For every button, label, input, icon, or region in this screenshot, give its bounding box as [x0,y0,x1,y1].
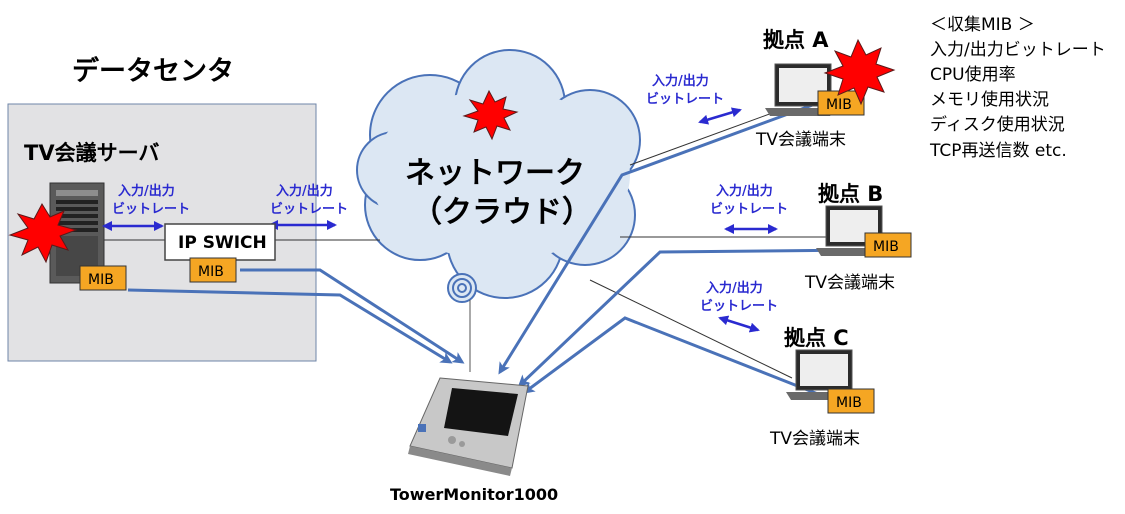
network-links [104,111,835,379]
alert-burst-icon [8,202,78,264]
svg-text:ビットレート: ビットレート [710,201,788,217]
mib-list-item: TCP再送信数 etc. [929,141,1067,161]
mib-badge-switch: MIB [189,257,237,283]
datacenter-title: データセンタ [72,55,234,87]
svg-text:入力/出力: 入力/出力 [716,183,773,199]
svg-text:MIB: MIB [198,264,224,280]
alert-burst-icon [462,89,519,141]
mib-list-item: CPU使用率 [930,64,1016,85]
svg-text:MIB: MIB [873,239,899,255]
laptop-icon-site-a [765,63,838,116]
mib-list: ＜収集MIB ＞ 入力/出力ビットレート CPU使用率 メモリ使用状況 ディスク… [929,15,1106,161]
svg-text:入力/出力: 入力/出力 [652,73,709,89]
tower-monitor-label: TowerMonitor1000 [390,485,558,504]
mib-badge-server: MIB [79,265,127,291]
svg-text:ビットレート: ビットレート [112,201,190,217]
alert-burst-icon [823,38,896,106]
bitrate-label-site-a: 入力/出力 ビットレート [646,73,724,107]
site-b-terminal: TV会議端末 [804,273,895,293]
svg-text:入力/出力: 入力/出力 [118,183,175,199]
cloud-fill [370,90,630,260]
mib-list-title: ＜収集MIB ＞ [930,15,1035,35]
bitrate-label-server: 入力/出力 ビットレート [112,183,190,217]
mib-badge-site-b: MIB [864,232,912,258]
svg-text:ビットレート: ビットレート [700,298,778,314]
svg-text:ビットレート: ビットレート [270,201,348,217]
mib-list-item: メモリ使用状況 [930,89,1049,110]
monitoring-arrows [127,101,866,400]
svg-text:MIB: MIB [826,97,852,113]
svg-text:MIB: MIB [836,395,862,411]
mib-list-item: 入力/出力ビットレート [930,40,1106,60]
svg-text:入力/出力: 入力/出力 [706,280,763,296]
bitrate-label-site-b: 入力/出力 ビットレート [710,183,788,217]
ip-switch-label: IP SWICH [178,233,267,253]
mib-badge-site-a: MIB [817,90,865,116]
site-c-terminal: TV会議端末 [769,429,860,449]
site-c-name: 拠点 C [784,326,849,350]
bitrate-label-switch: 入力/出力 ビットレート [270,183,348,217]
site-a-terminal: TV会議端末 [755,130,846,150]
bitrate-arrows [102,107,778,333]
svg-text:ビットレート: ビットレート [646,91,724,107]
mib-list-item: ディスク使用状況 [930,114,1065,135]
cloud-label-cloud: （クラウド） [412,195,592,230]
ip-switch-box [164,223,276,261]
server-label: TV会議サーバ [24,141,159,165]
svg-text:MIB: MIB [88,272,114,288]
site-b-name: 拠点 B [818,182,883,206]
svg-text:入力/出力: 入力/出力 [276,183,333,199]
mib-badge-site-c: MIB [827,388,875,414]
cloud-tail [447,273,477,372]
bitrate-label-site-c: 入力/出力 ビットレート [700,280,778,314]
site-a-name: 拠点 A [763,28,829,52]
tower-monitor-device [408,377,529,476]
cloud-label-network: ネットワーク [405,156,585,191]
